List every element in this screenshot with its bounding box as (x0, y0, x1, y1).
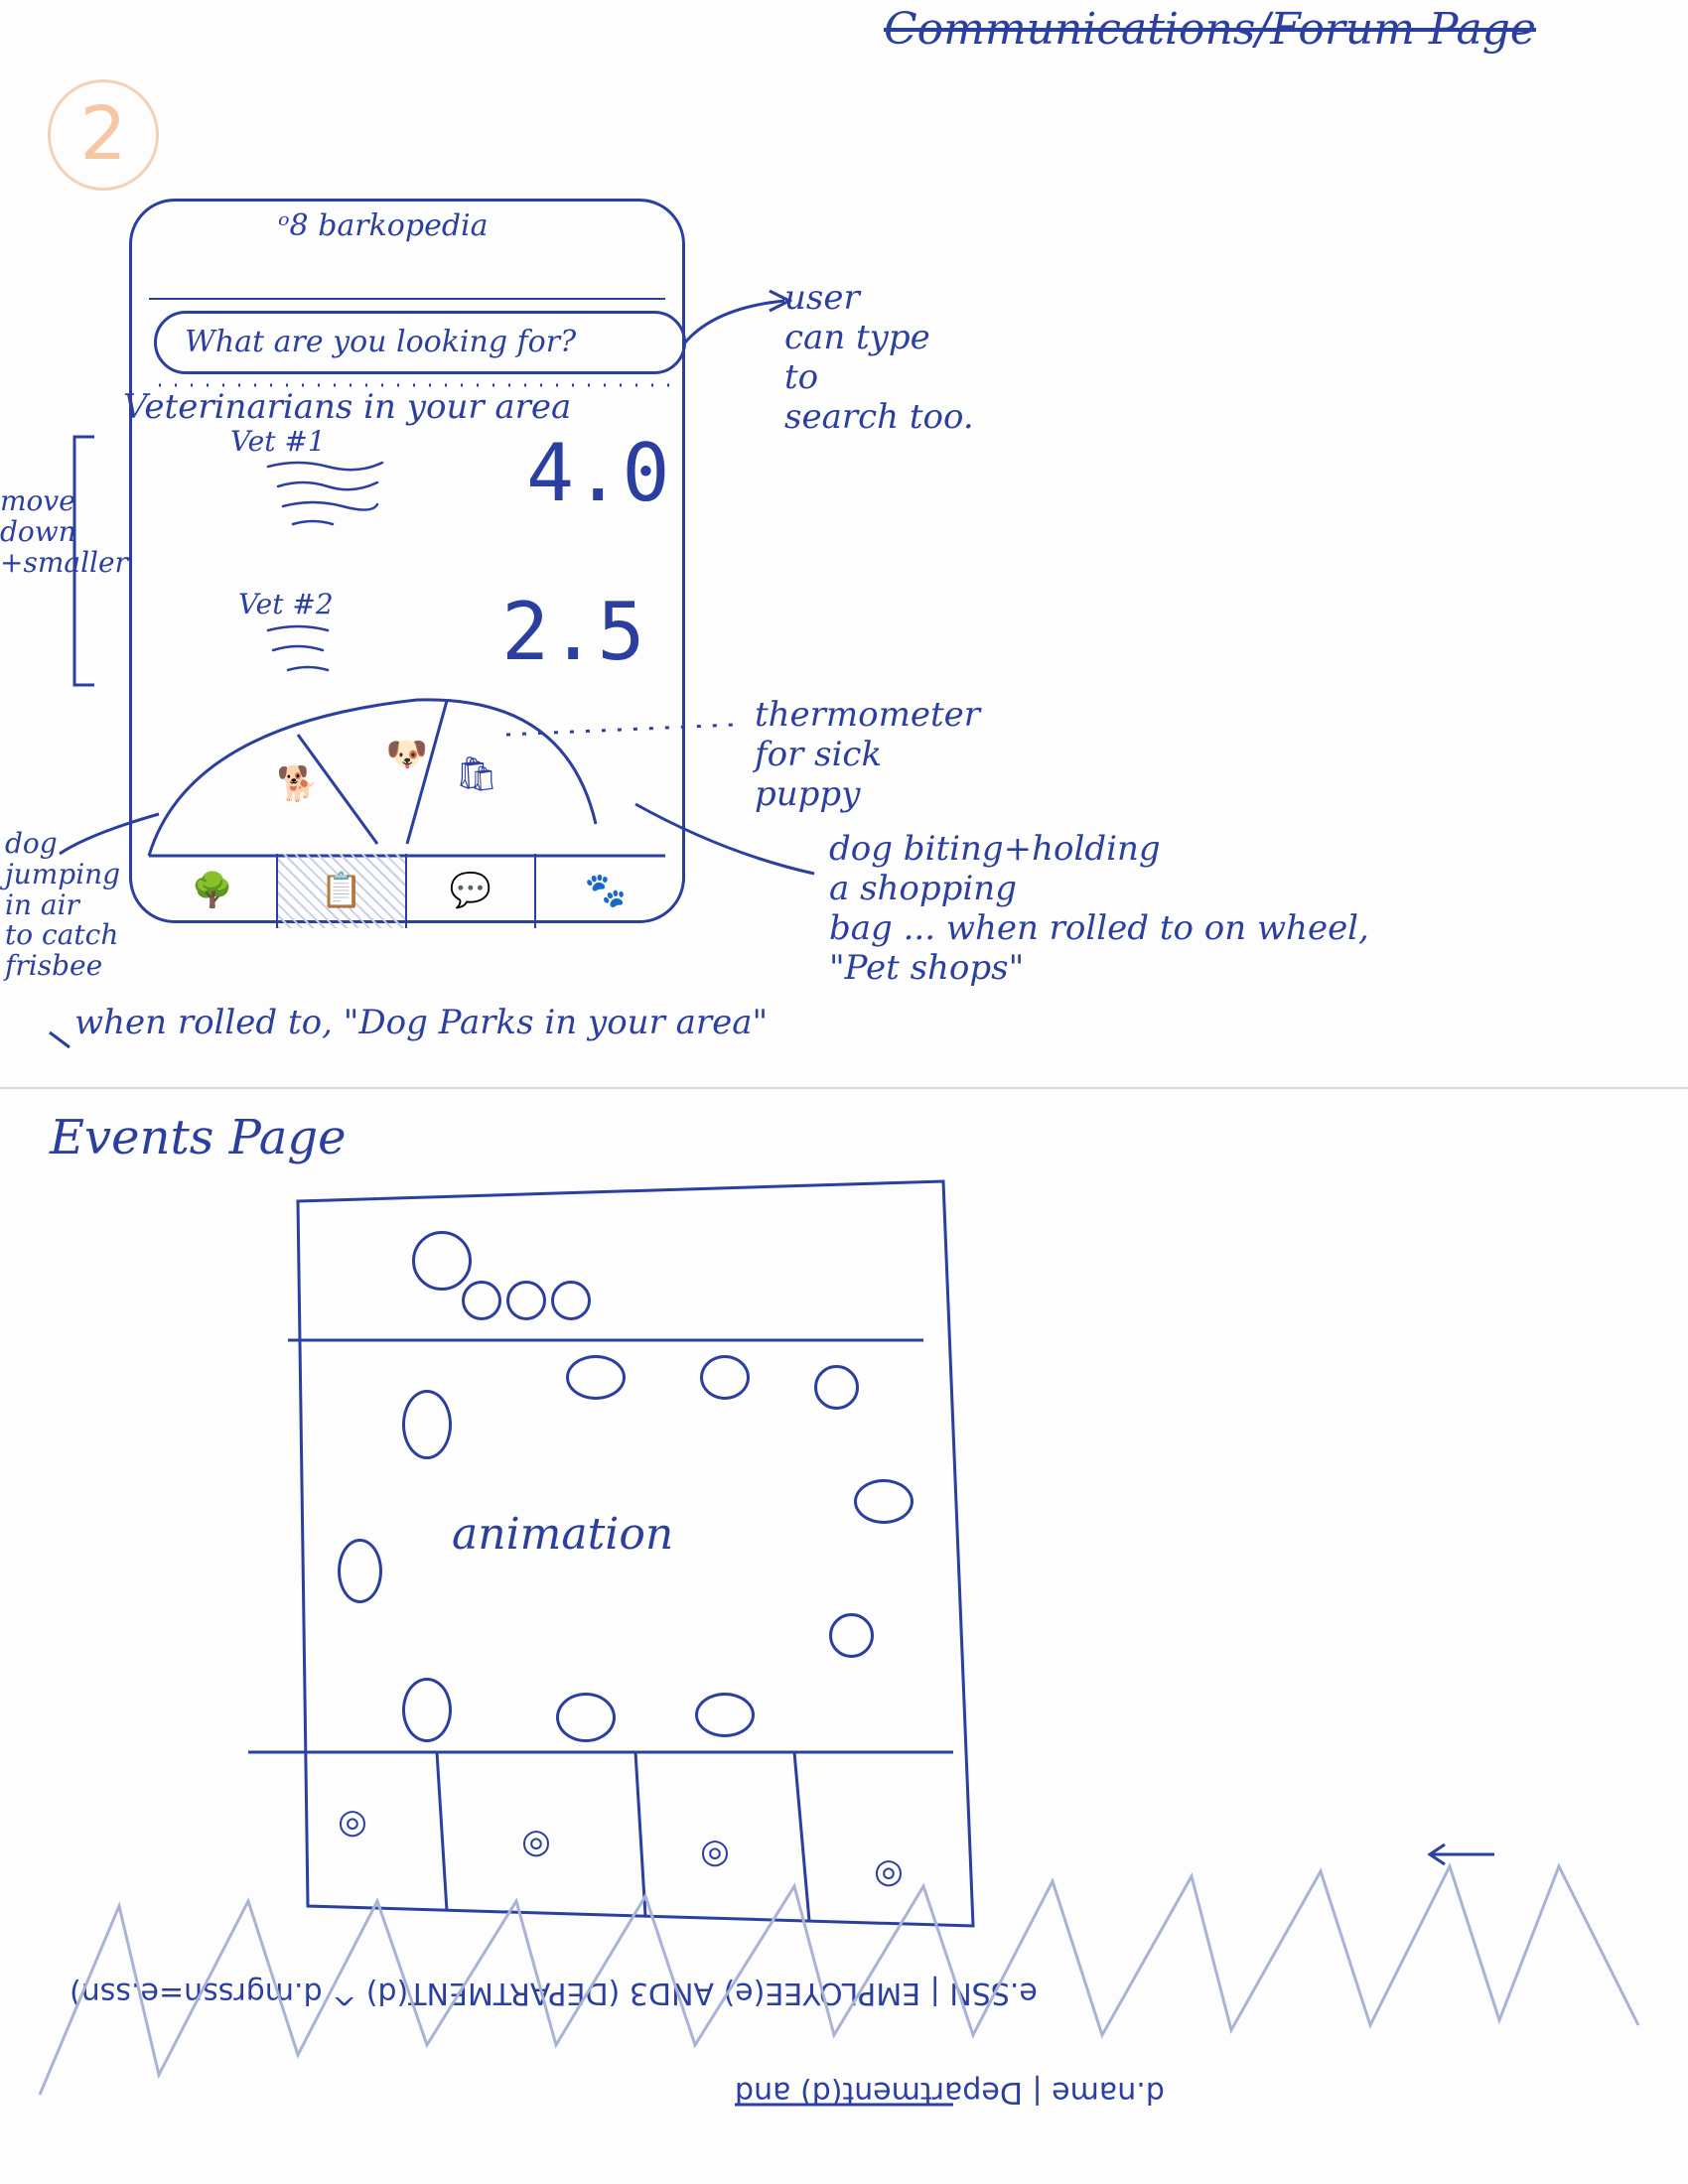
animation-dot (402, 1390, 452, 1459)
trees-icon: 🌳 (191, 871, 234, 910)
thermometer-annotation: thermometer for sick puppy (755, 695, 981, 815)
friend-1-icon[interactable] (462, 1281, 501, 1320)
page-title: Communications/Forum Page (884, 4, 1536, 55)
category-wheel[interactable] (129, 685, 685, 859)
dog-shopping-bag-icon[interactable]: 🛍 (455, 754, 498, 794)
search-annotation: user can type to search too. (784, 278, 974, 438)
paw-icon: ᵒ8 (278, 208, 319, 243)
sketch-number-badge: 2 (48, 79, 159, 191)
animation-label: animation (452, 1509, 674, 1560)
user-avatar-icon[interactable] (412, 1231, 472, 1291)
animation-dot (695, 1693, 755, 1737)
target-icon[interactable]: ◎ (700, 1832, 730, 1871)
phone-frame (129, 199, 685, 923)
animation-dot (854, 1479, 914, 1524)
dog-face-icon[interactable]: 🐶 (385, 735, 429, 774)
animation-dot (402, 1678, 452, 1742)
app-logo: ᵒ8 barkopedia (278, 208, 489, 243)
nav-chat[interactable]: 💬 (407, 854, 536, 928)
move-annotation: move down +smaller (0, 484, 128, 579)
vet-1-label: Vet #1 (230, 425, 326, 458)
vet-2-label: Vet #2 (238, 588, 334, 620)
animation-dot (556, 1693, 616, 1742)
nav-trees[interactable]: 🌳 (149, 854, 278, 928)
friend-3-icon[interactable] (551, 1281, 591, 1320)
nav-map[interactable]: 📋 (278, 854, 407, 928)
animation-dot (338, 1539, 382, 1603)
vets-heading: Veterinarians in your area (123, 387, 572, 427)
chat-icon: 💬 (449, 871, 492, 910)
frisbee-annotation: dog jumping in air to catch frisbee (5, 827, 121, 983)
vet-2-rating: 2.5 (501, 586, 645, 678)
animation-dot (700, 1355, 750, 1400)
map-icon: 📋 (320, 871, 363, 910)
search-input[interactable]: What are you looking for? (154, 311, 686, 374)
dog-icon: 🐾 (584, 871, 628, 910)
target-icon[interactable]: ◎ (338, 1802, 367, 1842)
shopping-annotation: dog biting+holding a shopping bag ... wh… (829, 829, 1369, 989)
paper-fold (0, 1087, 1688, 1089)
target-icon[interactable]: ◎ (874, 1851, 904, 1891)
dog-frisbee-icon[interactable]: 🐕 (276, 764, 320, 804)
dog-parks-annotation: when rolled to, "Dog Parks in your area" (74, 1003, 769, 1042)
header-divider (149, 298, 665, 300)
target-icon[interactable]: ◎ (521, 1822, 551, 1861)
animation-dot (566, 1355, 626, 1400)
animation-dot (829, 1613, 874, 1658)
animation-dot (814, 1365, 859, 1410)
events-page-title: Events Page (50, 1110, 347, 1165)
vet-1-rating: 4.0 (526, 427, 670, 519)
nav-dog[interactable]: 🐾 (536, 854, 675, 928)
friend-2-icon[interactable] (506, 1281, 546, 1320)
